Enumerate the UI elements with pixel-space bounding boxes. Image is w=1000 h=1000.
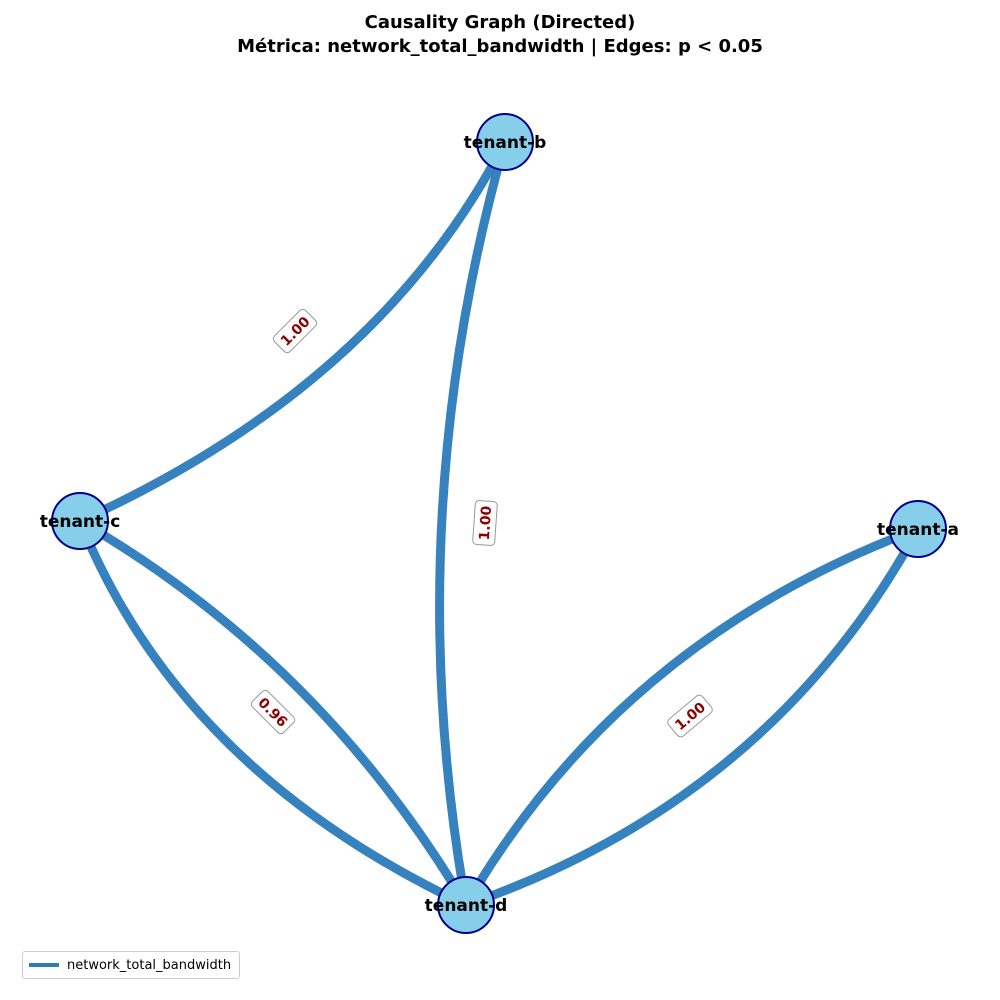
legend: network_total_bandwidth bbox=[22, 951, 241, 979]
edge-tenant-b-to-tenant-d bbox=[435, 137, 510, 910]
edge-label-box bbox=[272, 308, 318, 354]
node-tenant-d: tenant-d bbox=[425, 876, 508, 934]
edge-tenant-c-to-tenant-d bbox=[75, 516, 471, 910]
edge-label-tenant-d-to-tenant-a: 1.00 bbox=[667, 694, 713, 738]
node-label: tenant-c bbox=[40, 512, 121, 532]
node-circle bbox=[437, 876, 495, 934]
legend-label: network_total_bandwidth bbox=[67, 957, 232, 973]
nodes-layer: tenant-a tenant-b tenant-c tenant-d bbox=[40, 113, 959, 934]
figure-subtitle: Métrica: network_total_bandwidth | Edges… bbox=[237, 36, 763, 57]
node-label: tenant-a bbox=[877, 520, 959, 540]
edge-label-tenant-b-to-tenant-d: 1.00 bbox=[472, 500, 498, 546]
node-tenant-a: tenant-a bbox=[877, 500, 959, 558]
edge-label-box bbox=[667, 694, 713, 738]
node-circle bbox=[889, 500, 947, 558]
edge-label-box bbox=[472, 500, 498, 546]
node-label: tenant-d bbox=[425, 896, 508, 916]
edge-label-tenant-c-to-tenant-d: 0.96 bbox=[250, 689, 296, 735]
node-tenant-b: tenant-b bbox=[464, 113, 547, 171]
edge-tenant-c-to-tenant-b bbox=[75, 137, 510, 526]
edge-tenant-d-to-tenant-c bbox=[75, 516, 471, 910]
edge-label-tenant-c-to-tenant-b: 1.00 bbox=[272, 308, 318, 354]
node-circle bbox=[51, 492, 109, 550]
edge-weight-label: 1.00 bbox=[477, 505, 495, 541]
edge-tenant-d-to-tenant-a bbox=[461, 524, 923, 910]
figure-title: Causality Graph (Directed) bbox=[364, 12, 636, 33]
legend-line-swatch bbox=[29, 963, 59, 967]
node-tenant-c: tenant-c bbox=[40, 492, 121, 550]
edge-tenant-a-to-tenant-d bbox=[461, 524, 923, 910]
edge-label-box bbox=[250, 689, 296, 735]
node-circle bbox=[476, 113, 534, 171]
edges-layer bbox=[75, 137, 923, 910]
node-label: tenant-b bbox=[464, 133, 547, 153]
